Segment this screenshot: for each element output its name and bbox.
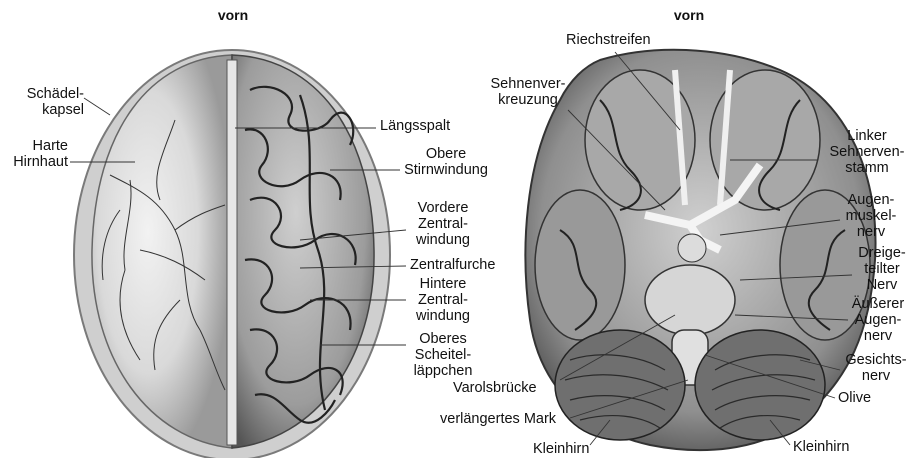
hypophysis (678, 234, 706, 262)
label-superior-parietal-lobule: Oberes Scheitel- läppchen (405, 331, 481, 379)
label-olive: Olive (838, 390, 871, 406)
brain-base-view (525, 50, 875, 450)
label-cerebellum-left: Kleinhirn (533, 441, 589, 457)
label-olfactory-tract: Riechstreifen (566, 32, 651, 48)
label-skull-capsule: Schädel- kapsel (10, 86, 84, 118)
label-facial-nerve: Gesichts- nerv (840, 352, 912, 384)
left-heading-front: vorn (203, 7, 263, 23)
label-precentral-gyrus: Vordere Zentral- windung (405, 200, 481, 248)
label-trigeminal-nerve: Dreige- teilter Nerv (852, 245, 912, 293)
right-heading-front: vorn (659, 7, 719, 23)
right-cerebellum (695, 330, 825, 440)
label-pons: Varolsbrücke (453, 380, 537, 396)
longitudinal-fissure (227, 60, 237, 445)
label-longitudinal-fissure: Längsspalt (380, 118, 450, 134)
label-abducens-nerve: Äußerer Augen- nerv (846, 296, 910, 344)
label-left-optic-nerve: Linker Sehnerven- stamm (818, 128, 916, 176)
label-medulla-oblongata: verlängertes Mark (440, 411, 556, 427)
label-optic-chiasm: Sehnenver- kreuzung (482, 76, 574, 108)
brain-top-view (74, 50, 390, 458)
label-oculomotor-nerve: Augen- muskel- nerv (838, 192, 904, 240)
label-cerebellum-right: Kleinhirn (793, 439, 849, 455)
label-superior-frontal-gyrus: Obere Stirnwindung (396, 146, 496, 178)
label-dura-mater: Harte Hirnhaut (0, 138, 68, 170)
label-central-sulcus: Zentralfurche (410, 257, 495, 273)
label-postcentral-gyrus: Hintere Zentral- windung (405, 276, 481, 324)
left-temporal-lobe (535, 190, 625, 340)
